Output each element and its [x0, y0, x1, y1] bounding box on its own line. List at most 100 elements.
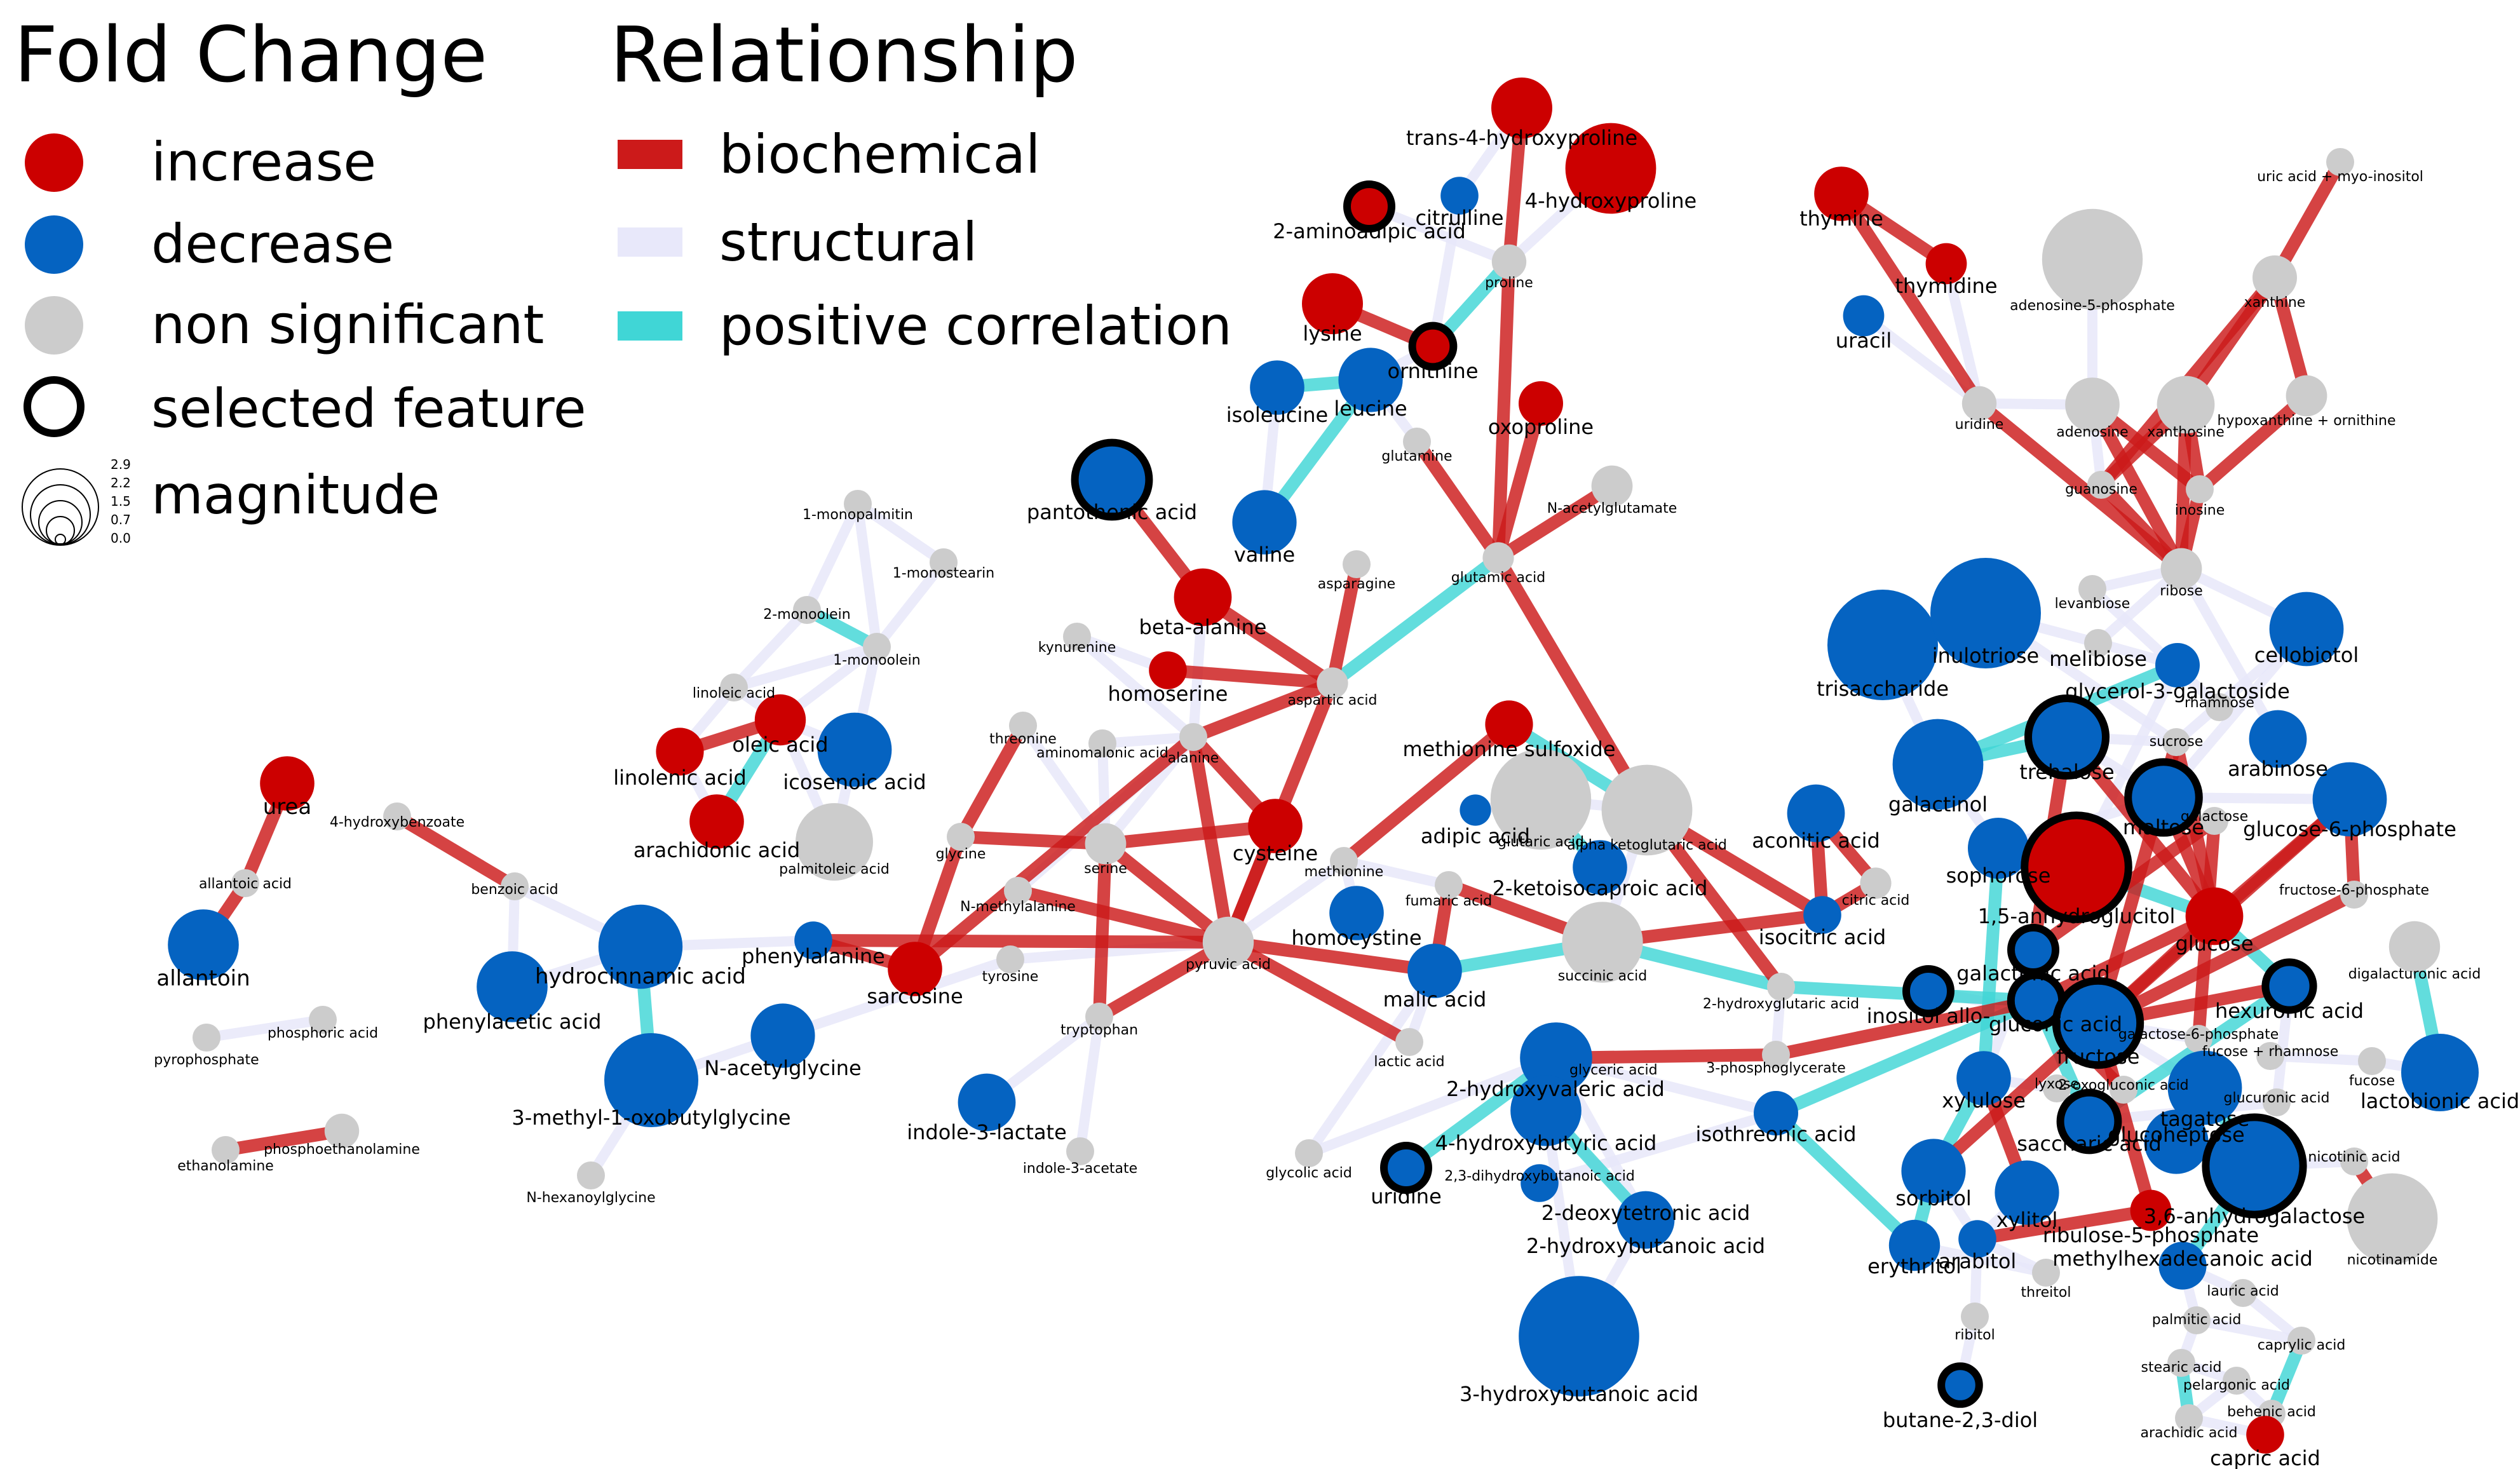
- node-aminomalonic[interactable]: [1088, 729, 1116, 757]
- node-guanosine[interactable]: [2087, 471, 2115, 499]
- node-lauric[interactable]: [2229, 1279, 2257, 1307]
- node-threitol[interactable]: [2032, 1259, 2060, 1287]
- node-linoleic[interactable]: [720, 674, 748, 701]
- node-leucine[interactable]: [1338, 348, 1403, 412]
- node-valine[interactable]: [1232, 490, 1297, 555]
- node-aminoadipic[interactable]: [1343, 180, 1395, 233]
- node-melibiose[interactable]: [2084, 629, 2112, 657]
- node-inosine[interactable]: [2186, 475, 2214, 503]
- node-monostearin[interactable]: [930, 548, 958, 576]
- node-palmitoleic[interactable]: [796, 803, 873, 881]
- node-kynurenine[interactable]: [1063, 623, 1091, 651]
- node-sophorose[interactable]: [1968, 818, 2029, 879]
- node-erythritol[interactable]: [1888, 1219, 1941, 1271]
- node-uracil[interactable]: [1843, 295, 1885, 337]
- node-uridine[interactable]: [1380, 1142, 1432, 1194]
- node-xylitol[interactable]: [1995, 1160, 2059, 1225]
- node-phosphoethanolamine[interactable]: [324, 1113, 360, 1149]
- node-cellobiotol[interactable]: [2269, 592, 2344, 667]
- node-inositolallo[interactable]: [1902, 965, 1954, 1017]
- node-citrulline[interactable]: [1440, 177, 1479, 215]
- node-serine[interactable]: [1085, 823, 1127, 865]
- node-ornithine[interactable]: [1408, 322, 1458, 371]
- node-tagatose[interactable]: [2167, 1050, 2242, 1125]
- node-ribose[interactable]: [2160, 548, 2202, 590]
- node-monopalmitin[interactable]: [844, 490, 872, 518]
- node-nicotinamide[interactable]: [2347, 1173, 2438, 1264]
- node-fucoserhamnose[interactable]: [2256, 1042, 2284, 1070]
- node-linolenic[interactable]: [656, 728, 704, 776]
- node-fructose6p[interactable]: [2340, 881, 2368, 909]
- node-amp[interactable]: [2042, 208, 2143, 310]
- node-succinic[interactable]: [1562, 902, 1643, 983]
- node-pyruvic[interactable]: [1202, 916, 1254, 968]
- node-arabitol[interactable]: [1958, 1220, 1996, 1258]
- node-fucose[interactable]: [2358, 1047, 2386, 1075]
- node-hypoxanthine[interactable]: [2286, 375, 2327, 417]
- node-allantoic[interactable]: [231, 869, 259, 897]
- node-homoserine[interactable]: [1149, 651, 1187, 689]
- node-lyxose[interactable]: [2043, 1074, 2071, 1102]
- node-aspartic[interactable]: [1317, 667, 1348, 699]
- node-dihydroxybutanoic[interactable]: [1521, 1164, 1559, 1202]
- node-xylulose[interactable]: [1956, 1051, 2011, 1106]
- node-digalacturonic[interactable]: [2388, 921, 2441, 973]
- node-lysine[interactable]: [1302, 273, 1363, 334]
- node-threonine[interactable]: [1009, 712, 1037, 740]
- node-nhexanoylglycine[interactable]: [577, 1161, 605, 1189]
- node-maltose[interactable]: [2124, 758, 2203, 837]
- node-indole3lactate[interactable]: [958, 1073, 1016, 1132]
- node-isoleucine[interactable]: [1250, 360, 1304, 415]
- node-pelargonic[interactable]: [2223, 1367, 2251, 1395]
- node-glycolic[interactable]: [1295, 1139, 1323, 1167]
- node-tyrosine[interactable]: [996, 945, 1024, 973]
- node-glucose[interactable]: [2185, 887, 2244, 945]
- node-pyrophosphate[interactable]: [193, 1024, 220, 1052]
- node-hydroxybutyric4[interactable]: [1510, 1075, 1582, 1146]
- node-alanine[interactable]: [1179, 723, 1207, 751]
- node-icosenoic[interactable]: [817, 712, 892, 787]
- node-hydroxyvaleric[interactable]: [1520, 1022, 1591, 1093]
- node-oxoproline[interactable]: [1519, 381, 1563, 426]
- node-anhydrogalactose[interactable]: [2202, 1113, 2307, 1219]
- node-betaalanine[interactable]: [1174, 568, 1232, 626]
- node-oxogluconic[interactable]: [2110, 1076, 2137, 1104]
- node-ketoisocaproic[interactable]: [1573, 840, 1627, 895]
- node-homocystine[interactable]: [1329, 886, 1384, 940]
- node-trans4hp[interactable]: [1491, 78, 1552, 139]
- node-arabinose[interactable]: [2249, 710, 2307, 768]
- node-hbenzoate[interactable]: [383, 802, 411, 830]
- node-ethanolamine[interactable]: [212, 1136, 240, 1164]
- node-anhydroglucitol[interactable]: [2021, 811, 2132, 923]
- node-monoolein2[interactable]: [793, 596, 821, 624]
- node-tryptophan[interactable]: [1085, 1003, 1113, 1031]
- node-glucuronic[interactable]: [2263, 1088, 2291, 1116]
- node-methionine[interactable]: [1330, 847, 1358, 875]
- node-alphaketo[interactable]: [1601, 764, 1693, 856]
- node-phenylalanine[interactable]: [794, 921, 832, 959]
- node-levanbiose[interactable]: [2078, 575, 2106, 603]
- node-hexuronic[interactable]: [2261, 958, 2317, 1014]
- node-phosphoric[interactable]: [309, 1006, 337, 1034]
- node-caprylic[interactable]: [2287, 1327, 2315, 1355]
- node-fructose[interactable]: [2052, 977, 2144, 1069]
- node-pantothenic[interactable]: [1071, 438, 1153, 521]
- node-indole3acetate[interactable]: [1066, 1137, 1094, 1165]
- node-glutamic[interactable]: [1482, 542, 1514, 574]
- node-fumaric[interactable]: [1435, 871, 1463, 899]
- node-benzoic[interactable]: [501, 872, 529, 900]
- node-hp4[interactable]: [1565, 123, 1656, 214]
- node-asparagine[interactable]: [1343, 550, 1371, 578]
- node-citric[interactable]: [1860, 867, 1892, 899]
- node-isocitric[interactable]: [1803, 896, 1841, 934]
- node-sucrose[interactable]: [2162, 728, 2190, 756]
- node-phosphoglycerate[interactable]: [1762, 1041, 1790, 1069]
- node-oleic[interactable]: [754, 694, 806, 746]
- node-sarcosine[interactable]: [888, 942, 942, 996]
- node-arachidic[interactable]: [2175, 1404, 2203, 1432]
- node-aconitic[interactable]: [1787, 784, 1845, 843]
- node-cysteine[interactable]: [1248, 799, 1303, 853]
- node-glucoheptose[interactable]: [2144, 1109, 2209, 1174]
- node-adenosine[interactable]: [2065, 377, 2120, 432]
- node-ribitol[interactable]: [1961, 1303, 1989, 1330]
